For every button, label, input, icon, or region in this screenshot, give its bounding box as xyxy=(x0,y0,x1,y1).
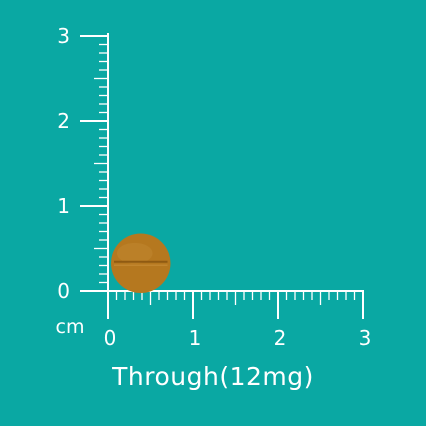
ruler-unit-label: cm xyxy=(56,316,85,338)
ruler-y-tick-label: 0 xyxy=(57,279,70,303)
pill-caption: Through(12mg) xyxy=(112,362,314,391)
ruler-y-tick-label: 3 xyxy=(57,24,70,48)
ruler: 0 1 2 3 0 1 2 3 cm xyxy=(56,24,372,350)
pill xyxy=(111,233,171,293)
ruler-x-tick-label: 1 xyxy=(189,326,202,350)
ruler-x-tick-label: 2 xyxy=(274,326,287,350)
ruler-x-tick-label: 3 xyxy=(359,326,372,350)
ruler-y-tick-label: 1 xyxy=(57,194,70,218)
ruler-x-tick-label: 0 xyxy=(104,326,117,350)
pill-body xyxy=(111,233,171,293)
pill-highlight xyxy=(116,242,153,264)
ruler-y-tick-label: 2 xyxy=(57,109,70,133)
